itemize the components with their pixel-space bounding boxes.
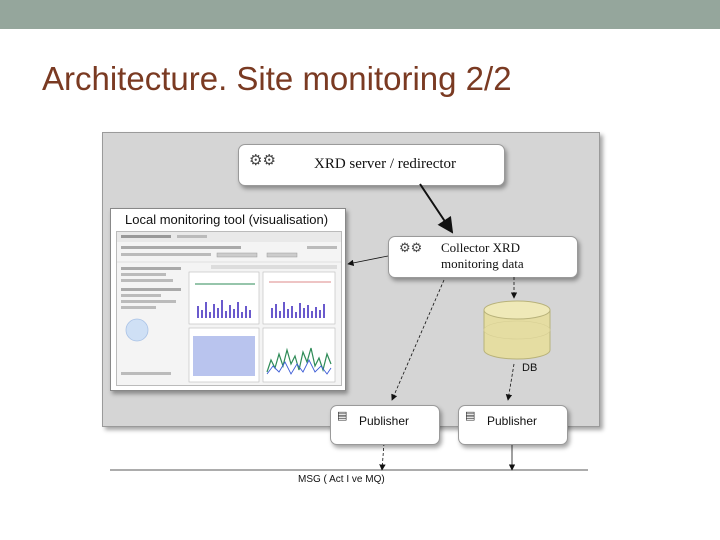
slide-title: Architecture. Site monitoring 2/2 xyxy=(42,60,512,97)
local-monitoring-tool-window: Local monitoring tool (visualisation) xyxy=(110,208,346,391)
xrd-server-node: ⚙⚙ XRD server / redirector xyxy=(238,144,505,186)
monitoring-screenshot-graphic xyxy=(117,232,341,383)
document-icon: ▤ xyxy=(465,409,476,422)
publisher-2-label: Publisher xyxy=(487,414,538,428)
arrow-xrd-to-collector xyxy=(419,183,454,234)
msg-bus-label: MSG ( Act I ve MQ) xyxy=(298,474,385,485)
monitoring-screenshot-thumbnail xyxy=(116,231,342,386)
arrow-collector-to-tool xyxy=(347,255,389,267)
publisher-node-2: ▤ Publisher xyxy=(458,405,568,445)
gears-icon: ⚙⚙ xyxy=(249,151,276,169)
xrd-server-label: XRD server / redirector xyxy=(314,156,457,172)
document-icon: ▤ xyxy=(337,409,348,422)
collector-label-line1: Collector XRD xyxy=(441,240,521,255)
publisher-1-label: Publisher xyxy=(359,414,410,428)
collector-label: Collector XRD monitoring data xyxy=(441,240,524,272)
slide-top-bar xyxy=(0,0,720,29)
gears-icon: ⚙⚙ xyxy=(399,241,423,256)
arrow-publisher1-to-msg xyxy=(379,442,386,471)
publisher-node-1: ▤ Publisher xyxy=(330,405,440,445)
local-tool-title: Local monitoring tool (visualisation) xyxy=(125,212,329,227)
arrow-collector-to-publisher1 xyxy=(391,279,445,401)
database-cylinder xyxy=(483,300,551,360)
collector-label-line2: monitoring data xyxy=(441,256,524,271)
db-label: DB xyxy=(522,362,538,374)
collector-node: ⚙⚙ Collector XRD monitoring data xyxy=(388,236,578,278)
arrow-db-to-publisher2 xyxy=(505,363,515,401)
